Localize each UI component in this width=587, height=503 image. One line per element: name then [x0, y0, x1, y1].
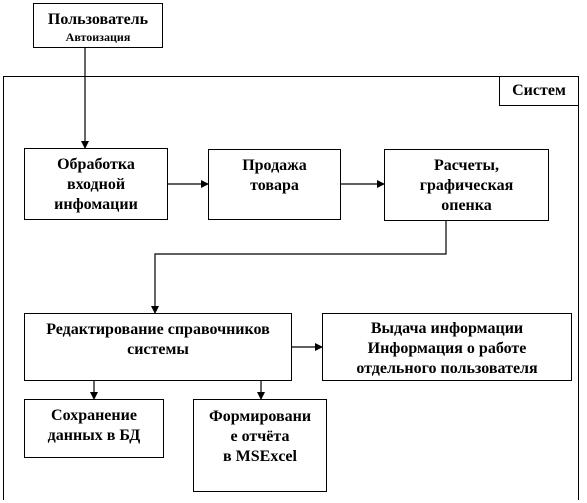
node-input-processing-line-2: входной — [66, 176, 126, 193]
node-sale-line-1: Продажа — [242, 157, 307, 174]
node-calc-line-2: графическая — [419, 177, 514, 194]
node-edit-refs-line-1: Редактирование справочников — [46, 321, 270, 338]
node-save-db-line-2: данных в БД — [47, 427, 141, 444]
node-report-line-1: Формировани — [208, 408, 312, 425]
node-report-line-2: е отчёта — [230, 428, 290, 445]
node-sale: Продажа товара — [208, 149, 341, 220]
node-output-info-line-1: Выдача информации — [370, 320, 524, 337]
node-input-processing: Обработка входной инфомации — [24, 148, 168, 220]
node-save-db-line-1: Сохранение — [51, 407, 137, 424]
node-calc: Расчеты, графическая опенка — [384, 149, 549, 221]
node-calc-line-3: опенка — [441, 197, 492, 214]
node-save-db: Сохранение данных в БД — [24, 399, 164, 458]
node-user-subtitle: Автоизация — [65, 30, 131, 44]
node-output-info-line-3: отдельного пользователя — [356, 360, 538, 377]
node-user: Пользователь Автоизация — [33, 3, 163, 48]
node-output-info-line-2: Информация о работе — [367, 340, 527, 357]
node-calc-line-1: Расчеты, — [433, 157, 500, 174]
node-user-title: Пользователь — [47, 11, 149, 28]
node-input-processing-line-1: Обработка — [57, 156, 135, 173]
system-label-box: Систем — [499, 76, 579, 106]
node-sale-line-2: товара — [250, 177, 299, 194]
node-report-line-3: в MSExcel — [223, 448, 297, 465]
node-output-info: Выдача информации Информация о работе от… — [322, 313, 572, 381]
node-edit-refs-line-2: системы — [127, 341, 189, 358]
node-report: Формировани е отчёта в MSExcel — [193, 399, 327, 492]
system-boundary — [3, 76, 579, 500]
node-edit-refs: Редактирование справочников системы — [24, 313, 292, 381]
system-label: Систем — [512, 82, 566, 99]
node-input-processing-line-3: инфомации — [54, 196, 138, 213]
